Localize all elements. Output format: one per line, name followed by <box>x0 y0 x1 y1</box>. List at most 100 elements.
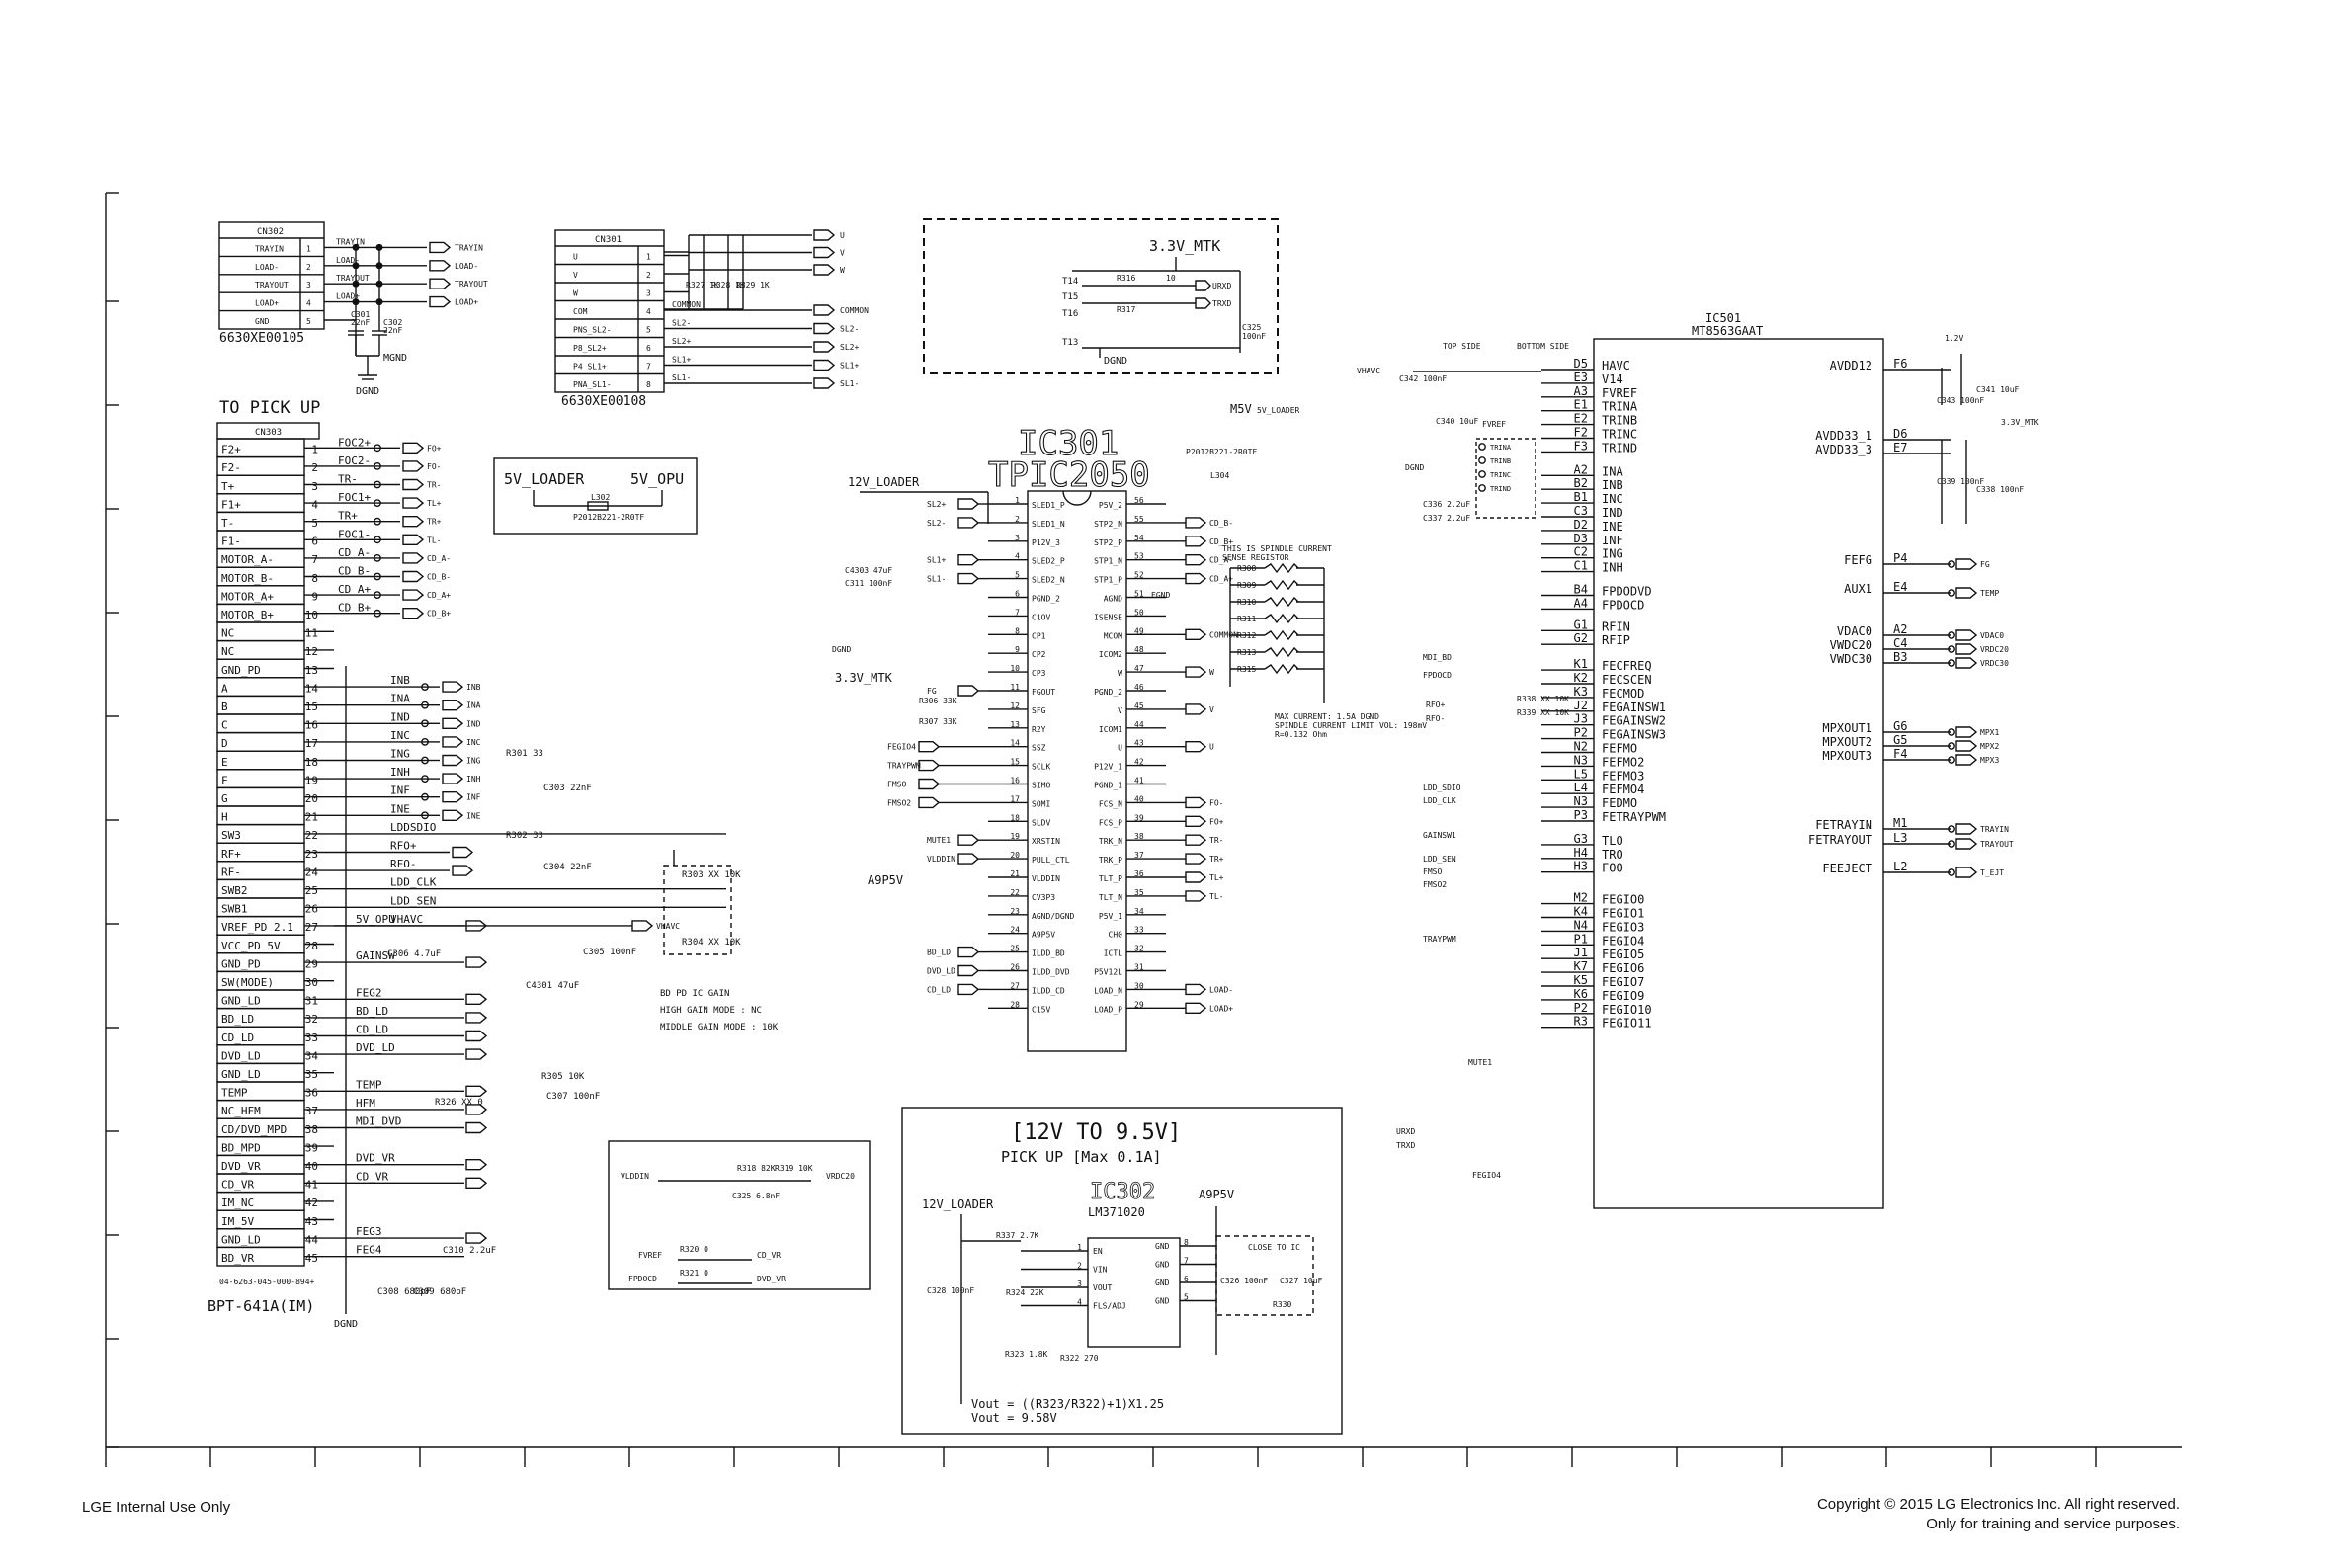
vldd-net-label: VLDDIN <box>621 1172 649 1181</box>
ic302-label: R322 270 <box>1060 1354 1099 1362</box>
cn303-resistor-label: R304 XX 10K <box>682 938 741 948</box>
pin-ring <box>1948 742 1955 750</box>
ic501-left-pin-label: FPDODVD <box>1602 585 1652 599</box>
cn303-pin-label: DVD_LD <box>221 1049 261 1062</box>
ic301-right-net-label: TL+ <box>1209 873 1224 882</box>
cn303-pin-number: 28 <box>305 940 318 952</box>
pin-ring <box>1478 484 1486 492</box>
ic301-right-pin-label: STP2_P <box>1094 538 1122 547</box>
ic301-left-pin-label: CP2 <box>1032 650 1046 659</box>
ic301-left-pin-label: SCLK <box>1032 763 1050 772</box>
ic301-right-net-label: COMMON <box>1209 630 1238 639</box>
ic501-right-pin-label: FEEJECT <box>1822 862 1872 875</box>
ic302-right-pin-number: 7 <box>1184 1257 1189 1266</box>
ic301-left-pin-label: SLED2_P <box>1032 557 1065 566</box>
pin-ring <box>1948 645 1955 653</box>
ic501-right-pin-number: A2 <box>1893 622 1907 636</box>
ic501-label: 3.3V_MTK <box>2001 418 2039 427</box>
ic301-left-pin-number: 11 <box>1010 683 1020 692</box>
ic301-label: R307 33K <box>919 717 957 726</box>
ic301-left-net-arrow <box>957 517 980 529</box>
ic301-right-net-arrow <box>1185 890 1207 902</box>
cn303-resistor-label: R326 XX 0 <box>435 1098 483 1108</box>
cn301-net-inline: SL2- <box>672 319 691 328</box>
ic501-right-pin-label: FETRAYOUT <box>1808 833 1872 847</box>
ic501-left-pin-label: FECMOD <box>1602 687 1644 701</box>
ic302-formula2: Vout = 9.58V <box>971 1411 1057 1425</box>
pin-ring <box>1948 589 1955 597</box>
cn302-pin-number: 2 <box>306 263 311 272</box>
ic501-left-pin-number: J2 <box>1574 699 1588 712</box>
cn301-pin-number: 1 <box>646 253 651 262</box>
ic301-left-net-arrow <box>957 685 980 697</box>
ic501-right-net-label: VDAC0 <box>1980 631 2004 640</box>
cn302-pin-number: 5 <box>306 317 311 326</box>
cn303-pin-number: 42 <box>305 1197 318 1209</box>
loader-l302-part: P2012B221-2R0TF <box>573 513 644 522</box>
ic302-label: C328 100nF <box>927 1286 974 1295</box>
cn303-resistor-label: R301 33 <box>506 749 543 759</box>
ic301-label: 12V_LOADER <box>848 475 920 489</box>
cn303-pin-number: 19 <box>305 774 318 786</box>
cn302-pin-label: GND <box>255 317 270 326</box>
mtk-pin-t14: T14 <box>1062 277 1078 287</box>
cn303-net-out: FO+ <box>427 444 442 453</box>
cn303-net-arrow <box>465 1104 488 1115</box>
ic501-right-pin-number: G6 <box>1893 719 1907 733</box>
ic301-part: TPIC2050 <box>988 455 1150 495</box>
ic501-right-net-arrow <box>1955 740 1978 752</box>
cn303-pin-number: 32 <box>305 1013 318 1026</box>
cn303-pin-number: 6 <box>311 536 318 548</box>
cn301-net-arrow <box>813 229 836 241</box>
ic501-left-pin-number: K1 <box>1574 657 1588 671</box>
ic501-left-pin-label: FEGIO1 <box>1602 907 1644 921</box>
ic301-right-net-arrow <box>1185 628 1207 640</box>
cn303-net-label: TR+ <box>338 510 358 523</box>
ic501-left-pin-number: P1 <box>1574 932 1588 946</box>
cn303-pin-cell <box>216 713 305 734</box>
ic301-left-pin-number: 12 <box>1010 701 1020 710</box>
ic301-left-pin-label: A9P5V <box>1032 931 1055 940</box>
cn303-pin-number: 17 <box>305 737 318 750</box>
ic501-left-pin-number: B2 <box>1574 476 1588 490</box>
cn302-dgnd: DGND <box>356 386 379 397</box>
cn303-net-label: FEG4 <box>356 1244 382 1257</box>
ic301-note: SPINDLE CURRENT LIMIT VOL: 198mV <box>1275 721 1427 730</box>
cn303-net-arrow <box>442 700 464 711</box>
cn303-capacitor-label: C307 100nF <box>546 1092 600 1102</box>
loader-left-label: 5V_LOADER <box>504 470 585 488</box>
ic501-left-pin-number: K4 <box>1574 905 1588 919</box>
ic501-left-pin-label: TRIND <box>1602 441 1637 454</box>
ic301-right-net-arrow <box>1185 666 1207 678</box>
cn303-pin-number: 27 <box>305 921 318 934</box>
ic501-left-pin-number: H3 <box>1574 860 1588 873</box>
ic501-left-pin-label: INE <box>1602 520 1623 534</box>
cn303-net-label: RFO- <box>390 858 417 870</box>
pin-ring <box>374 554 381 562</box>
ic501-left-pin-label: TLO <box>1602 834 1623 848</box>
cn301-net-inline: SL2+ <box>672 337 691 346</box>
ic301-right-pin-label: PGND_2 <box>1094 688 1122 697</box>
cn301-net-arrow <box>813 264 836 276</box>
mtk-net-urxd: URXD <box>1212 282 1231 290</box>
ic501-label: BOTTOM SIDE <box>1517 342 1569 351</box>
cn303-pin-number: 38 <box>305 1123 318 1136</box>
ic501-label: FMSO2 <box>1423 880 1447 889</box>
ic501-label: TRXD <box>1396 1141 1415 1150</box>
ic501-left-pin-label: FEGAINSW1 <box>1602 701 1666 714</box>
cn302-net-label: LOAD+ <box>336 292 360 301</box>
cn303-net-label: LDDSDIO <box>390 821 436 834</box>
cn303-pin-label: H <box>221 811 228 824</box>
cn303-net-label: FEG3 <box>356 1225 382 1238</box>
ic501-left-pin-label: RFIN <box>1602 619 1630 633</box>
ic301-left-net-arrow <box>957 853 980 865</box>
ic301-left-pin-label: VLDDIN <box>1032 874 1060 883</box>
cn301-net-label: W <box>840 266 845 275</box>
cn302-net-label: LOAD- <box>336 256 360 265</box>
ic301-right-pin-number: 35 <box>1134 888 1144 897</box>
ic501-left-pin-label: FETRAYPWM <box>1602 810 1666 824</box>
mtk-uart-title: 3.3V_MTK <box>1149 237 1220 255</box>
cn303-pin-number: 45 <box>305 1252 318 1265</box>
ic501-left-pin-number: N2 <box>1574 740 1588 754</box>
cn303-net-arrow <box>442 754 464 767</box>
